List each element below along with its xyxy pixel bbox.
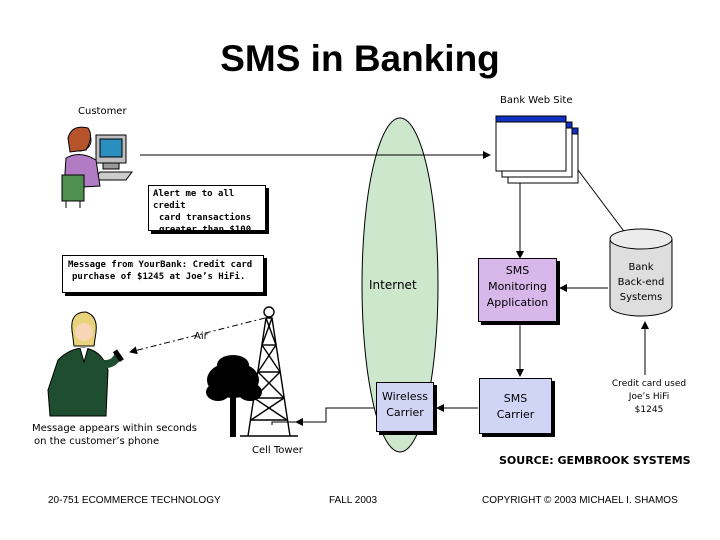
woman-phone-icon <box>47 311 124 417</box>
box-line: SMS <box>503 392 528 405</box>
box-line: Monitoring <box>488 280 547 293</box>
box-line: Carrier <box>496 408 535 421</box>
callout-line: purchase of $1245 at Joe’s HiFi. <box>72 272 246 282</box>
footer-term: FALL 2003 <box>329 495 378 506</box>
appears-line: on the customer’s phone <box>34 436 160 447</box>
customer-computer-icon <box>61 126 133 208</box>
website-windows-icon <box>495 115 579 184</box>
box-line: Carrier <box>386 406 424 419</box>
arrow-air-to-phone <box>129 317 266 355</box>
backend-systems-cylinder: Bank Back-end Systems <box>609 228 673 318</box>
footer-course: 20-751 ECOMMERCE TECHNOLOGY <box>48 495 221 506</box>
callout-line: Alert me to all credit <box>153 189 235 211</box>
page-title: SMS in Banking <box>220 38 500 79</box>
internet-label: Internet <box>369 278 417 292</box>
footer-copyright: COPYRIGHT © 2003 MICHAEL I. SHAMOS <box>482 495 678 506</box>
bank-web-site-label: Bank Web Site <box>500 95 573 106</box>
backend-line: Bank <box>628 262 654 273</box>
sms-message-callout: Message from YourBank: Credit card purch… <box>62 255 264 293</box>
box-line: Wireless <box>381 390 429 403</box>
alert-request-callout: Alert me to all credit card transactions… <box>148 185 266 235</box>
customer-label: Customer <box>78 106 127 117</box>
callout-line: Message from YourBank: Credit card <box>68 260 253 270</box>
wireless-carrier-box: Wireless Carrier <box>376 382 434 432</box>
cell-tower-label: Cell Tower <box>252 445 303 456</box>
source-label: SOURCE: GEMBROOK SYSTEMS <box>499 454 691 467</box>
box-line: SMS <box>505 264 530 277</box>
event-line: $1245 <box>634 405 664 415</box>
arrow-website-to-backend <box>571 161 633 243</box>
backend-line: Systems <box>619 292 663 303</box>
event-line: Credit card used <box>611 379 687 389</box>
tree-icon <box>206 355 262 437</box>
appears-line: Message appears within seconds <box>32 423 197 434</box>
box-line: Application <box>486 296 549 309</box>
backend-line: Back-end <box>617 277 665 288</box>
callout-line: card transactions <box>159 213 252 223</box>
internet-cloud <box>361 117 439 453</box>
credit-card-event: Credit card used Joe’s HiFi $1245 <box>604 378 694 417</box>
sms-monitoring-box: SMS Monitoring Application <box>478 258 557 322</box>
air-label: Air <box>194 331 208 342</box>
callout-line: greater than $100. <box>159 225 257 235</box>
sms-carrier-box: SMS Carrier <box>479 378 552 434</box>
event-line: Joe’s HiFi <box>628 392 670 402</box>
message-appears-text: Message appears within seconds on the cu… <box>32 422 197 448</box>
cylinder-shape <box>609 228 673 317</box>
